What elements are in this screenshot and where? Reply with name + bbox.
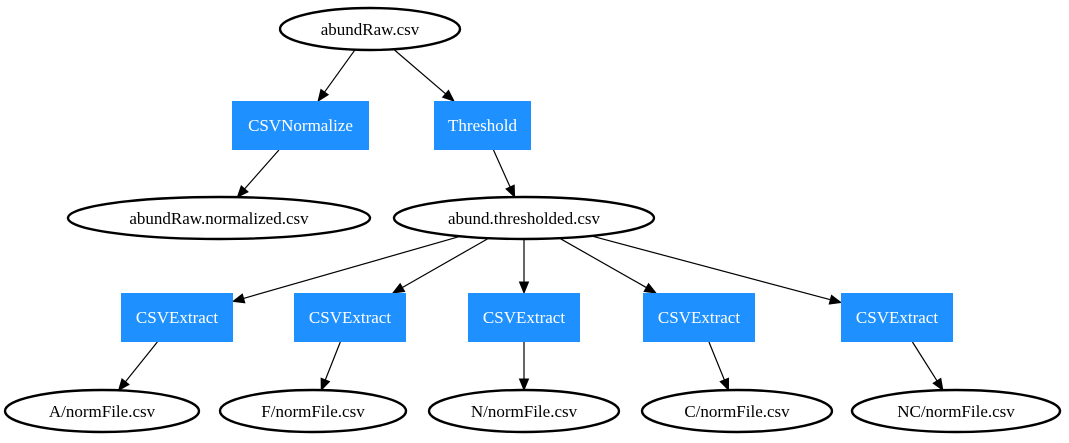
file-node-shape: [3, 388, 201, 434]
edges-layer: [117, 48, 944, 392]
arrowhead: [236, 185, 249, 199]
edge-line: [559, 237, 647, 289]
edge-extract_a-to-a_normfile: [117, 341, 158, 392]
file-node-label: NC/normFile.csv: [897, 402, 1015, 421]
arrowhead: [828, 294, 843, 305]
process-node-csvextract-nc: CSVExtract: [841, 293, 953, 342]
edge-abundraw_csv-to-threshold: [393, 48, 455, 102]
process-node-label: CSVExtract: [483, 308, 565, 327]
process-node-label: CSVExtract: [658, 308, 740, 327]
file-node-n-normfile-csv: N/normFile.csv: [427, 388, 621, 434]
file-node-shape: [850, 388, 1062, 434]
process-node-csvnormalize: CSVNormalize: [232, 101, 369, 150]
arrowhead: [643, 282, 658, 294]
edge-line: [591, 235, 831, 301]
edge-threshold-to-thresholded_csv: [492, 149, 516, 199]
arrowhead: [317, 88, 330, 103]
file-node-label: F/normFile.csv: [261, 402, 365, 421]
edge-thresholded_csv-to-extract_c: [559, 237, 658, 294]
file-node-abundraw-csv: abundRaw.csv: [278, 6, 462, 52]
arrowhead: [391, 282, 406, 294]
file-node-shape: [66, 195, 372, 241]
process-node-csvextract-c: CSVExtract: [643, 293, 755, 342]
file-node-nc-normfile-csv: NC/normFile.csv: [850, 388, 1062, 434]
arrowhead: [441, 89, 455, 102]
nodes-layer: abundRaw.csv CSVNormalize Threshold abun…: [3, 6, 1062, 434]
edge-line: [244, 149, 280, 190]
edge-line: [911, 341, 938, 382]
process-node-csvextract-f: CSVExtract: [294, 293, 406, 342]
process-node-label: CSVExtract: [309, 308, 391, 327]
edge-line: [393, 48, 446, 95]
file-node-shape: [427, 388, 621, 434]
process-node-csvextract-n: CSVExtract: [468, 293, 580, 342]
file-node-f-normfile-csv: F/normFile.csv: [218, 388, 408, 434]
arrowhead: [518, 378, 530, 392]
process-node-shape: [232, 101, 369, 150]
edge-extract_c-to-c_normfile: [708, 341, 730, 392]
file-node-label: abundRaw.normalized.csv: [129, 209, 309, 228]
process-node-label: CSVNormalize: [248, 116, 353, 135]
edge-line: [492, 149, 511, 188]
arrowhead: [505, 184, 516, 199]
edge-line: [243, 235, 461, 299]
process-node-label: CSVExtract: [136, 308, 218, 327]
arrowhead: [117, 378, 130, 392]
process-node-shape: [294, 293, 406, 342]
file-node-shape: [278, 6, 462, 52]
process-node-shape: [434, 101, 531, 150]
file-node-label: abundRaw.csv: [321, 20, 420, 39]
file-node-c-normfile-csv: C/normFile.csv: [640, 388, 834, 434]
arrowhead: [518, 281, 530, 295]
file-node-shape: [392, 195, 656, 241]
edge-thresholded_csv-to-extract_nc: [591, 235, 843, 305]
file-node-label: A/normFile.csv: [49, 402, 156, 421]
file-node-a-normfile-csv: A/normFile.csv: [3, 388, 201, 434]
file-node-label: N/normFile.csv: [471, 402, 578, 421]
process-node-shape: [643, 293, 755, 342]
arrowhead: [719, 377, 730, 392]
edge-line: [402, 237, 489, 289]
edge-thresholded_csv-to-extract_f: [391, 237, 489, 294]
process-node-csvextract-a: CSVExtract: [121, 293, 233, 342]
file-node-abund-thresholded-csv: abund.thresholded.csv: [392, 195, 656, 241]
edge-extract_f-to-f_normfile: [320, 341, 341, 392]
process-node-label: CSVExtract: [856, 308, 938, 327]
edge-csvnormalize-to-normalized_csv: [236, 149, 280, 199]
process-node-label: Threshold: [448, 116, 517, 135]
file-node-label: C/normFile.csv: [684, 402, 790, 421]
edge-abundraw_csv-to-csvnormalize: [317, 49, 356, 103]
edge-extract_nc-to-nc_normfile: [911, 341, 944, 392]
edge-line: [324, 49, 356, 93]
edge-line: [708, 341, 725, 381]
arrowhead: [231, 293, 246, 304]
process-node-shape: [468, 293, 580, 342]
edge-line: [125, 341, 158, 383]
edge-thresholded_csv-to-extract_a: [231, 235, 461, 304]
file-node-shape: [218, 388, 408, 434]
process-node-shape: [841, 293, 953, 342]
file-node-shape: [640, 388, 834, 434]
edge-extract_n-to-n_normfile: [518, 342, 530, 392]
arrowhead: [320, 377, 331, 392]
edge-thresholded_csv-to-extract_n: [518, 239, 530, 295]
process-node-shape: [121, 293, 233, 342]
edge-line: [324, 341, 341, 381]
process-node-threshold: Threshold: [434, 101, 531, 150]
file-node-abundraw-normalized-csv: abundRaw.normalized.csv: [66, 195, 372, 241]
arrowhead: [932, 377, 944, 392]
file-node-label: abund.thresholded.csv: [448, 209, 601, 228]
